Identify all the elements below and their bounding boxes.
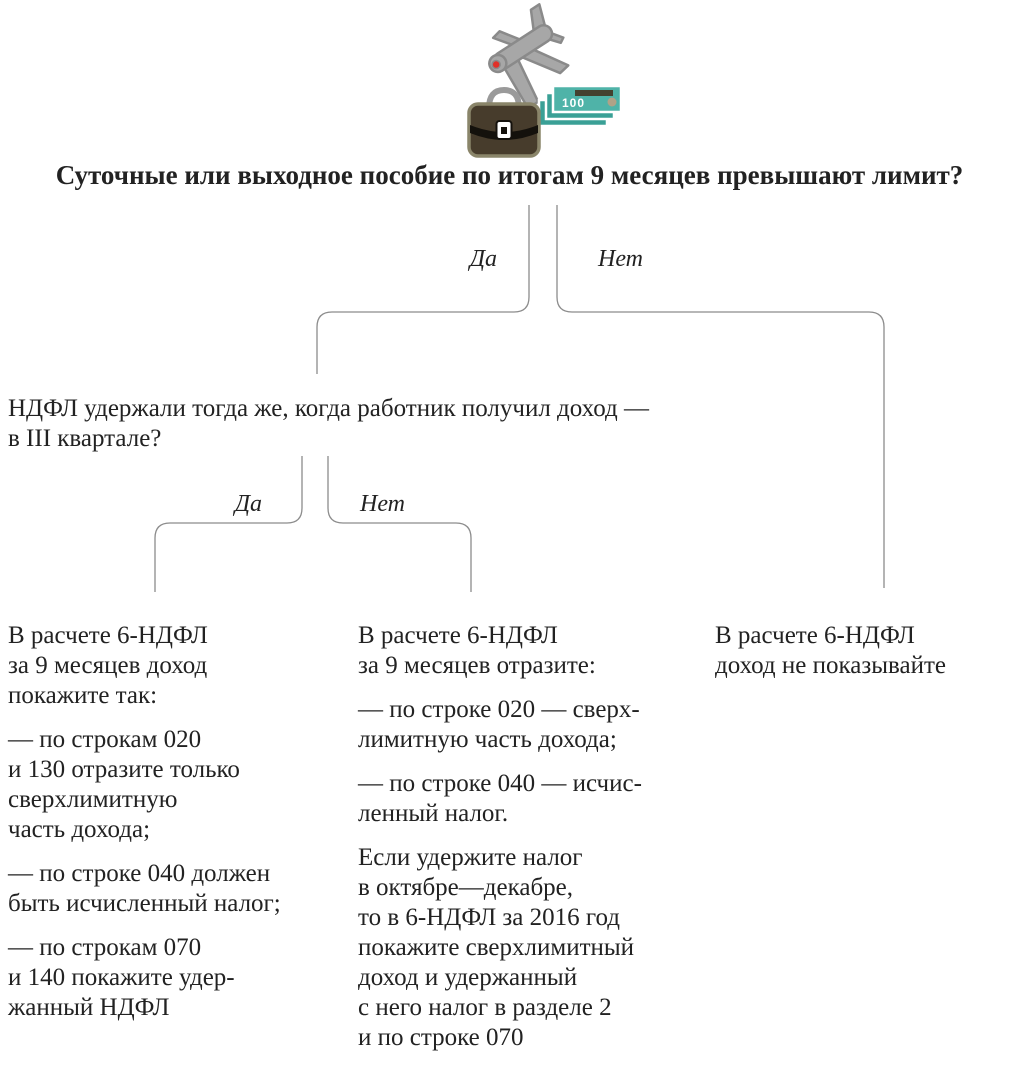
outcome-paragraph: — по строке 040 — исчис- ленный налог. bbox=[358, 770, 642, 827]
briefcase-handle bbox=[486, 86, 522, 109]
outcome-paragraph: В расчете 6-НДФЛ за 9 месяцев доход пока… bbox=[8, 622, 208, 709]
banknote-value: 100 bbox=[562, 96, 585, 110]
second-question: НДФЛ удержали тогда же, когда работник п… bbox=[8, 395, 649, 452]
briefcase-body bbox=[467, 102, 541, 158]
outcome-no: В расчете 6-НДФЛ доход не показывайте bbox=[715, 621, 1015, 681]
root-question: Суточные или выходное пособие по итогам … bbox=[55, 160, 964, 190]
airplane-tail-fin bbox=[529, 3, 547, 35]
briefcase-buckle-center bbox=[501, 127, 507, 134]
airplane-far-wing bbox=[491, 30, 524, 48]
outcome-yes-yes: В расчете 6-НДФЛ за 9 месяцев доход пока… bbox=[8, 621, 343, 1023]
banknote-under-2 bbox=[537, 98, 609, 128]
banknote-top bbox=[551, 84, 623, 114]
level2-no-branch-line bbox=[327, 456, 472, 592]
level2-no-label: Нет bbox=[360, 491, 405, 517]
briefcase-buckle bbox=[495, 120, 513, 140]
outcome-paragraph: В расчете 6-НДФЛ доход не показывайте bbox=[715, 622, 947, 679]
airplane-nose-dot bbox=[491, 59, 501, 70]
banknote-band bbox=[575, 90, 613, 96]
level2-yes-branch-line bbox=[154, 456, 303, 592]
outcome-paragraph: — по строке 020 — сверх- лимитную часть … bbox=[358, 696, 640, 753]
banknote-seal bbox=[607, 97, 617, 107]
outcome-paragraph: Если удержите налог в октябре—декабре, т… bbox=[358, 844, 635, 1051]
airplane-icon bbox=[488, 3, 570, 110]
briefcase-band bbox=[470, 125, 538, 140]
level1-no-label: Нет bbox=[598, 246, 643, 272]
airplane-main-wing bbox=[516, 45, 570, 75]
outcome-paragraph: — по строке 040 должен быть исчисленный … bbox=[8, 860, 281, 917]
outcome-paragraph: — по строкам 070 и 140 покажите удер- жа… bbox=[8, 934, 235, 1021]
airplane-tailplane bbox=[543, 31, 565, 45]
level1-yes-branch-line bbox=[316, 205, 530, 374]
airplane-tailcone bbox=[503, 58, 540, 110]
level1-yes-label: Да bbox=[469, 246, 497, 272]
outcome-paragraph: — по строкам 020 и 130 отразите только с… bbox=[8, 726, 240, 843]
airplane-fuselage bbox=[492, 24, 554, 71]
airplane-nose bbox=[488, 53, 508, 74]
outcome-paragraph: В расчете 6-НДФЛ за 9 месяцев отразите: bbox=[358, 622, 596, 679]
outcome-yes-no: В расчете 6-НДФЛ за 9 месяцев отразите: … bbox=[358, 621, 703, 1053]
briefcase-icon bbox=[467, 86, 541, 158]
level2-yes-label: Да bbox=[234, 491, 262, 517]
banknotes-icon: 100 bbox=[537, 84, 623, 128]
business-trip-icon: 100 bbox=[467, 3, 623, 158]
banknote-under-1 bbox=[544, 91, 616, 121]
